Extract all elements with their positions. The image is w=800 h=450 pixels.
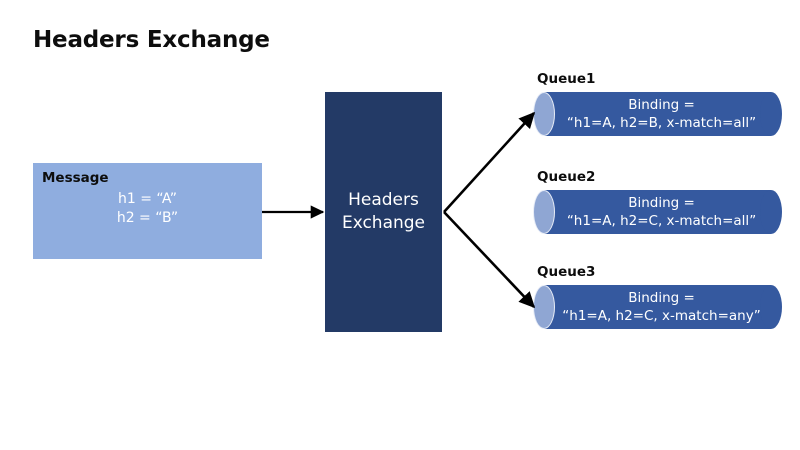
headers-exchange-box: Headers Exchange [325, 92, 442, 332]
queue-1-label: Queue1 [537, 71, 596, 87]
message-box: Message h1 = “A” h2 = “B” [33, 163, 262, 259]
queue-1-binding-line1: Binding = [628, 97, 695, 113]
queue-1-cylinder-body [544, 92, 771, 136]
queue-3: Queue3 Binding = “h1=A, h2=C, x-match=an… [533, 264, 782, 329]
message-header-h1: h1 = “A” [118, 191, 177, 207]
queue-1-cylinder-icon [533, 92, 782, 136]
queue-2-cylinder-icon [533, 190, 782, 234]
queue-1-binding: Binding = “h1=A, h2=B, x-match=all” [555, 96, 768, 132]
message-header-h2: h2 = “B” [116, 210, 179, 226]
arrow-exchange-to-queue3 [443, 211, 536, 309]
message-headers: h1 = “A” h2 = “B” [33, 190, 262, 228]
queue-3-cylinder-right-cap [760, 285, 782, 329]
message-box-label: Message [42, 170, 109, 186]
page-title: Headers Exchange [33, 27, 270, 53]
queue-2-cylinder-body [544, 190, 771, 234]
queue-3-label: Queue3 [537, 264, 596, 280]
queue-1-cylinder-right-cap [760, 92, 782, 136]
queue-1-binding-line2: “h1=A, h2=B, x-match=all” [566, 115, 757, 131]
queue-2-label: Queue2 [537, 169, 596, 185]
queue-3-cylinder-left-cap [533, 285, 555, 329]
queue-1: Queue1 Binding = “h1=A, h2=B, x-match=al… [533, 71, 782, 136]
queue-3-binding-line2: “h1=A, h2=C, x-match=any” [562, 308, 761, 324]
queue-2-cylinder-left-cap [533, 190, 555, 234]
queue-3-cylinder-body [544, 285, 771, 329]
queue-2-binding-line1: Binding = [628, 195, 695, 211]
queue-2: Queue2 Binding = “h1=A, h2=C, x-match=al… [533, 169, 782, 234]
exchange-label-line2: Exchange [341, 213, 426, 233]
headers-exchange-label: Headers Exchange [342, 189, 425, 235]
queue-2-binding: Binding = “h1=A, h2=C, x-match=all” [555, 194, 768, 230]
queue-3-binding: Binding = “h1=A, h2=C, x-match=any” [555, 289, 768, 325]
queue-1-cylinder-left-cap [533, 92, 555, 136]
arrow-exchange-to-queue1 [443, 111, 536, 213]
exchange-label-line1: Headers [348, 190, 419, 210]
queue-3-binding-line1: Binding = [628, 290, 695, 306]
queue-2-binding-line2: “h1=A, h2=C, x-match=all” [566, 213, 757, 229]
queue-2-cylinder-right-cap [760, 190, 782, 234]
